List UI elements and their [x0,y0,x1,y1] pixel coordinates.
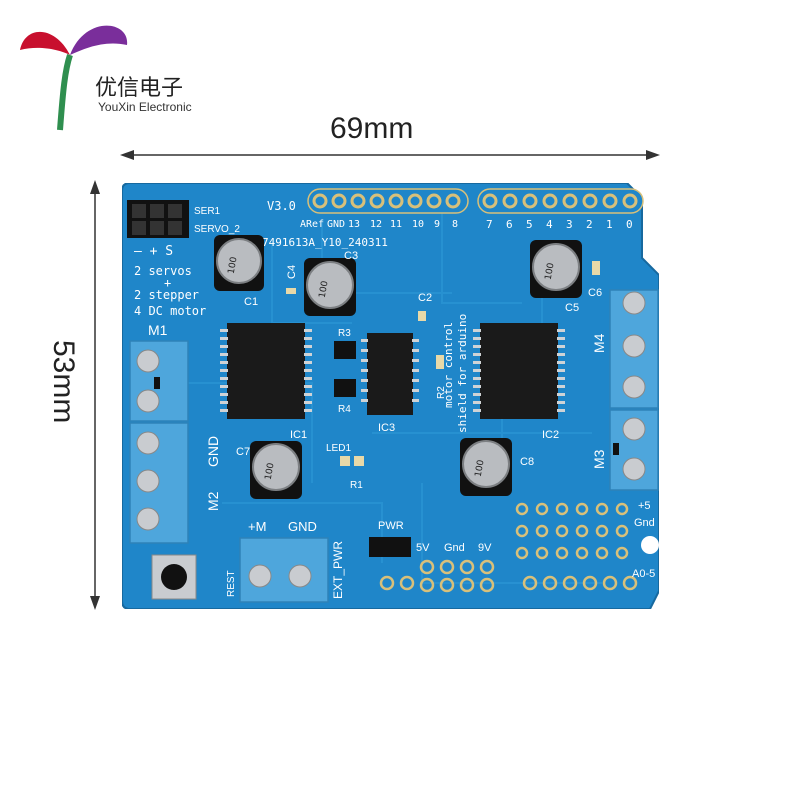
height-dimension-label: 53mm [47,340,80,424]
width-dimension-label: 69mm [330,112,414,145]
servo-label-2: SERVO_2 [194,224,240,235]
reset-button[interactable] [151,554,197,600]
pin-9: 9 [434,219,440,230]
capacitor-c8: 100 [460,438,512,496]
svg-text:2: 2 [586,218,593,231]
servo-pin-label: – + S [134,244,173,259]
svg-text:R3: R3 [338,328,351,339]
label-gnd-left: GND [205,436,221,467]
pin-10: 10 [412,219,424,230]
label-ext-pwr: EXT_PWR [331,541,345,599]
terminal-block-m1 [129,340,189,422]
svg-text:6: 6 [506,218,513,231]
label-a0-5: A0-5 [632,568,655,580]
terminal-block-power [239,537,329,603]
capacitor-c5: 100 [530,240,582,298]
height-dimension-arrow [85,180,105,610]
svg-text:R2: R2 [436,386,447,399]
label-m3: M3 [591,449,607,469]
capacitor-c7: 100 [250,441,302,499]
ic2-chip [473,323,565,419]
terminal-block-m4 [609,289,659,409]
svg-text:IC1: IC1 [290,429,307,441]
analog-header-grid [515,502,629,560]
svg-text:4: 4 [546,218,553,231]
svg-text:7: 7 [486,218,493,231]
mounting-hole [641,536,659,554]
width-dimension-arrow [120,145,660,165]
capacitor-c1: 100 [214,235,264,291]
svg-text:C7: C7 [236,446,250,458]
label-plus-m: +M [248,519,266,534]
svg-text:0: 0 [626,218,633,231]
svg-text:100: 100 [264,462,277,481]
capacitor-c3: 100 [304,258,356,316]
feature-servos: 2 servos [134,264,192,278]
svg-text:C6: C6 [588,287,602,299]
resistor-arrays [334,341,356,397]
servo-label-1: SER1 [194,206,221,217]
arduino-header-left [307,188,469,214]
label-gnd-power: GND [288,519,317,534]
label-plus5: +5 [638,500,651,512]
servo-header [127,200,189,238]
brand-logo [15,10,135,135]
label-reset: REST [226,570,237,597]
label-gnd-right: Gnd [634,517,655,529]
motor-shield-board: SER1 SERVO_2 – + S 2 servos + 2 stepper … [121,182,660,610]
svg-text:100: 100 [474,459,487,478]
pin-12: 12 [370,219,382,230]
svg-text:IC2: IC2 [542,429,559,441]
arduino-pin-labels-left: ARef GND 13 12 11 10 9 8 [300,219,458,230]
label-9v: 9V [478,542,492,554]
svg-text:C4: C4 [286,265,298,279]
label-5v: 5V [416,542,430,554]
pin-11: 11 [390,219,402,230]
title-line-2: shield for arduino [456,314,469,433]
pwr-jumper [369,537,411,557]
svg-text:IC3: IC3 [378,422,395,434]
svg-text:C1: C1 [244,296,258,308]
svg-text:C8: C8 [520,456,534,468]
bottom-headers [379,559,638,593]
pin-gnd: GND [327,219,345,230]
svg-text:C2: C2 [418,292,432,304]
label-m2: M2 [205,491,221,511]
svg-text:5: 5 [526,218,533,231]
svg-text:100: 100 [227,256,240,275]
pin-13: 13 [348,219,360,230]
svg-text:3: 3 [566,218,573,231]
title-line-1: motor control [442,322,455,408]
ic3-chip [361,333,419,415]
brand-name-en: YouXin Electronic [98,100,192,114]
feature-dc-motor: 4 DC motor [134,304,206,318]
svg-text:R4: R4 [338,404,351,415]
arduino-header-right [477,188,644,214]
board-svg: SER1 SERVO_2 – + S 2 servos + 2 stepper … [121,182,660,610]
brand-name-cn: 优信电子 [95,76,184,101]
svg-text:1: 1 [606,218,613,231]
part-id: 7491613A_Y10_240311 [262,236,388,249]
label-gnd-bottom: Gnd [444,542,465,554]
label-m1: M1 [148,322,168,338]
svg-text:R1: R1 [350,480,363,491]
smd-parts [286,261,600,466]
pin-8: 8 [452,219,458,230]
ic1-chip [220,323,312,419]
pin-aref: ARef [300,219,324,230]
svg-text:LED1: LED1 [326,443,351,454]
version-label: V3.0 [267,199,296,213]
svg-text:C3: C3 [344,250,358,262]
label-m4: M4 [591,333,607,353]
feature-stepper: 2 stepper [134,288,199,302]
arduino-pin-labels-right: 7 6 5 4 3 2 1 0 [486,218,633,231]
label-pwr: PWR [378,520,404,532]
terminal-block-m3 [609,409,659,491]
svg-text:100: 100 [318,280,331,299]
feature-plus: + [164,276,171,290]
svg-text:100: 100 [544,262,557,281]
svg-text:C5: C5 [565,302,579,314]
terminal-block-m2 [129,422,189,544]
